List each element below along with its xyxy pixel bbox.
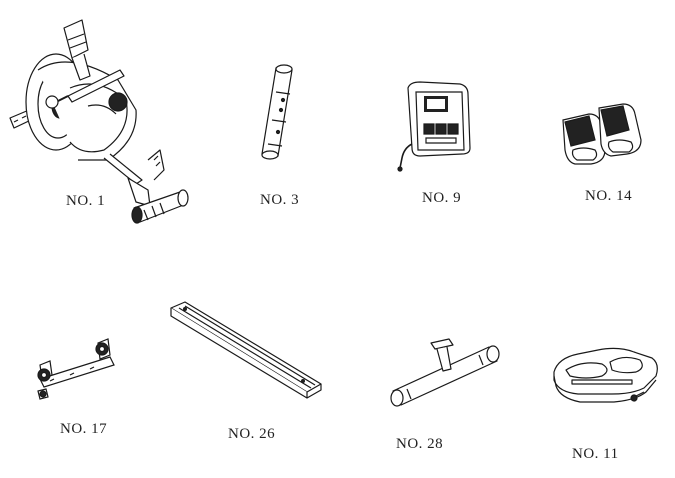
console-drawing: [390, 78, 480, 173]
part-17-label: NO. 17: [60, 421, 108, 437]
pedals-drawing: [555, 100, 665, 170]
part-14-label: NO. 14: [585, 188, 633, 204]
part-28-label: NO. 28: [396, 436, 444, 452]
part-3-label: NO. 3: [260, 192, 300, 208]
part-3-tube: NO. 3: [240, 60, 320, 220]
part-11-seat: NO. 11: [548, 340, 668, 470]
stabilizer-drawing: [30, 335, 130, 405]
part-9-console: NO. 9: [390, 78, 480, 218]
rail-drawing: [165, 298, 325, 408]
part-1-main-frame: NO. 1: [8, 10, 198, 230]
part-14-pedals: NO. 14: [555, 100, 665, 212]
front-stabilizer-drawing: [383, 335, 513, 415]
part-1-label: NO. 1: [66, 193, 106, 209]
part-9-label: NO. 9: [422, 190, 462, 206]
part-11-label: NO. 11: [572, 446, 619, 462]
main-frame-drawing: [8, 10, 198, 230]
part-28-front-stabilizer: NO. 28: [383, 335, 513, 457]
tube-drawing: [240, 60, 320, 170]
part-17-stabilizer: NO. 17: [30, 335, 130, 447]
part-26-rail: NO. 26: [165, 298, 325, 448]
seat-drawing: [548, 340, 668, 415]
part-26-label: NO. 26: [228, 426, 276, 442]
